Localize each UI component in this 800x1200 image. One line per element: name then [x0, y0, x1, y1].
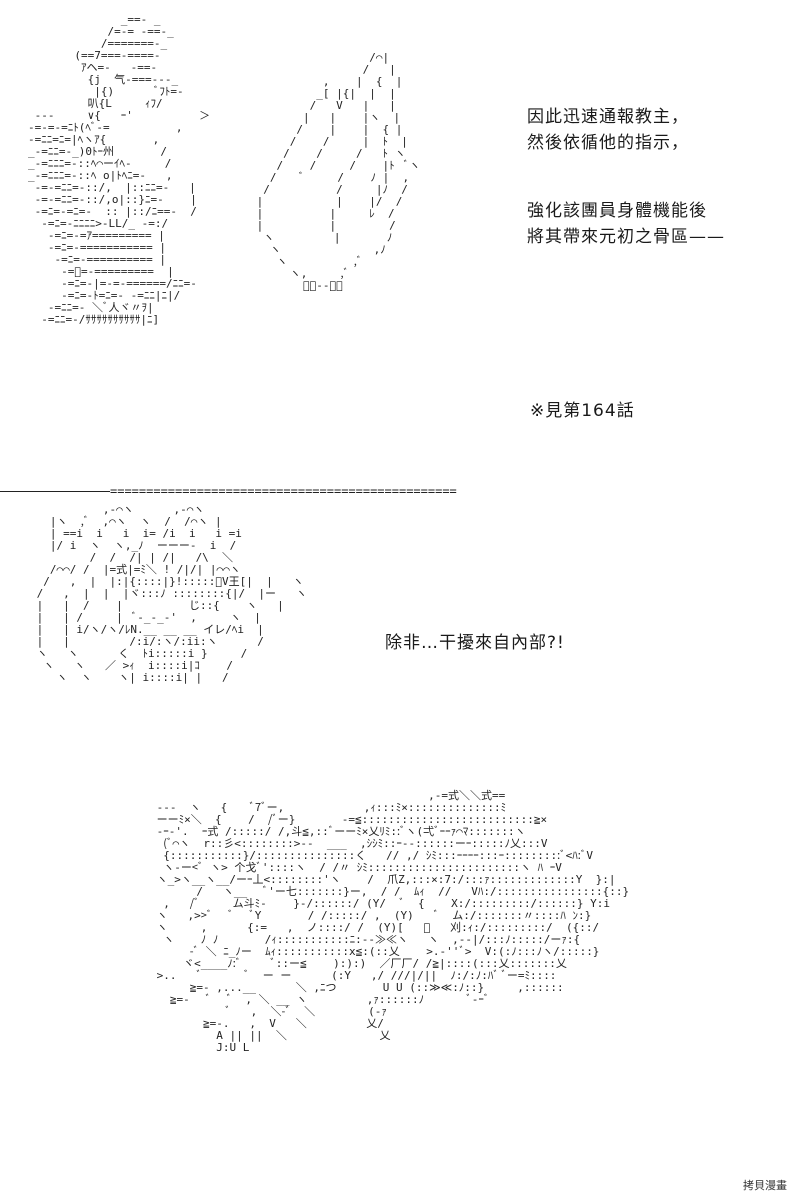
ascii-art-tangled-creatures: ,-=式＼＼式== --- ヽ { ﾞ7ﾞー, ,ｨ:::ﾐ×:::::::::…: [156, 789, 630, 1054]
bottom-panel: ,-⌒ヽ ,-⌒ヽ |ヽ ,ﾞ ,⌒ヽ ヽ / /⌒ヽ | | ==i i i …: [0, 500, 800, 1200]
divider-rule-line: [0, 491, 110, 492]
caption-line-4: 將其帶來元初之骨區——: [527, 227, 725, 247]
panel-divider: ========================================…: [0, 484, 800, 498]
narration-caption-bottom: 除非…干擾來自內部?!: [385, 633, 565, 653]
reference-note: ※見第164話: [530, 401, 635, 421]
ascii-art-hand-outline: /⌒| / | , | { | _[ |{| | | / V | | | | |…: [256, 51, 421, 292]
ascii-art-surprised-figure: ,-⌒ヽ ,-⌒ヽ |ヽ ,ﾞ ,⌒ヽ ヽ / /⌒ヽ | | ==i i i …: [36, 503, 307, 684]
narration-caption-top: 因此迅速通報教主， 然後依循他的指示， 強化該團員身體機能後 將其帶來元初之骨區…: [527, 104, 725, 250]
top-panel: _==- _ /=-= -==-_ /=======-_ (==7===-===…: [0, 0, 800, 480]
ascii-art-figure-with-raised-hand: _==- _ /=-= -==-_ /=======-_ (==7===-===…: [28, 13, 211, 326]
caption-line-3: 強化該團員身體機能後: [527, 201, 707, 221]
divider-equals-pattern: ========================================…: [110, 484, 457, 498]
caption-line-2: 然後依循他的指示，: [527, 133, 689, 153]
watermark-label: 拷貝漫畫: [740, 1176, 790, 1194]
caption-line-1: 因此迅速通報教主，: [527, 107, 689, 127]
